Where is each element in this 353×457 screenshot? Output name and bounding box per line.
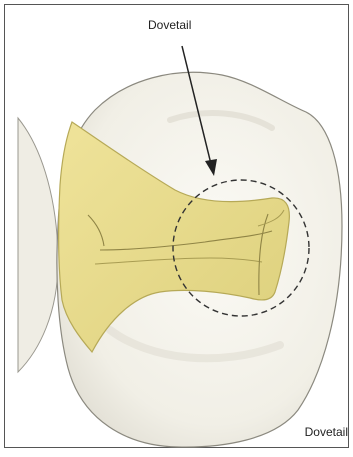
figure-caption: Dovetail bbox=[305, 425, 348, 439]
dovetail-callout-label: Dovetail bbox=[148, 18, 191, 32]
